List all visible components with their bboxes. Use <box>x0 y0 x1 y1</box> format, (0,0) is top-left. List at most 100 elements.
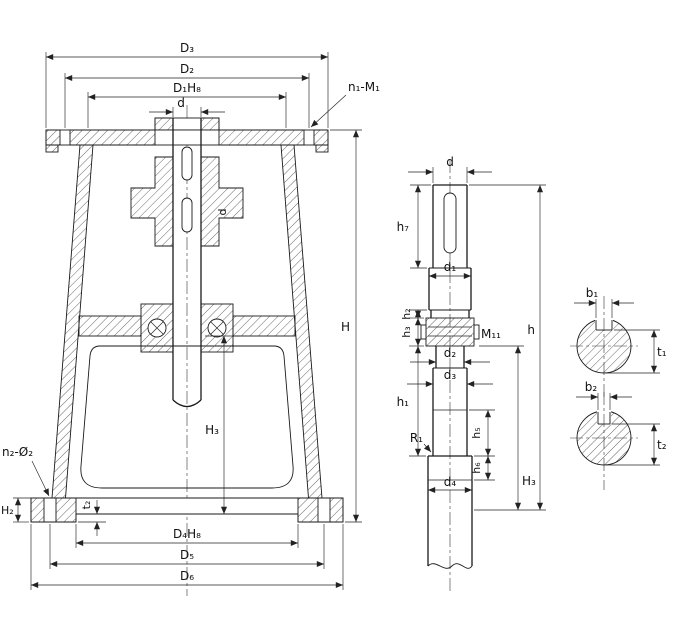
dim-h1: h₁ <box>397 346 426 457</box>
shaft-dimensions: d h₇ d₁ h₂ h₃ M₁₁ <box>397 155 546 511</box>
dim-label-h1: h₁ <box>397 395 410 409</box>
dim-D1H8: D₁H₈ <box>87 81 287 128</box>
top-flange-hatch <box>218 129 305 146</box>
dim-d4: d₄ <box>428 475 472 494</box>
dim-label-R1: R₁ <box>410 431 423 445</box>
ball-cross <box>150 321 164 335</box>
housing-section-view: D₃ D₂ D₁H₈ d n₁-M₁ <box>1 41 380 596</box>
dim-b1: b₁ <box>574 286 634 318</box>
upper-hub-left <box>130 156 174 247</box>
top-flange-hatch <box>69 129 156 146</box>
locknut-tab-left <box>420 324 427 340</box>
top-flange-hatch <box>45 129 61 146</box>
housing-dimensions: D₃ D₂ D₁H₈ d n₁-M₁ <box>1 41 380 590</box>
dim-label-b1: b₁ <box>586 286 599 300</box>
callout-R1: R₁ <box>410 431 432 453</box>
dim-label-D4H8: D₄H₈ <box>173 527 201 541</box>
dim-h-shaft: h <box>469 184 546 511</box>
shaft-break-line <box>427 563 473 569</box>
bottom-flange-hatch <box>30 497 45 523</box>
dim-label-b2: b₂ <box>585 380 598 394</box>
callout-n2phi2: n₂-Ø₂ <box>2 445 50 497</box>
dim-H3-housing: H₃ <box>205 335 240 514</box>
dim-h3: h₃ <box>400 318 424 347</box>
bearing-web-left <box>78 315 142 337</box>
callout-label-n1M1: n₁-M₁ <box>348 80 380 94</box>
locknut-tab-right <box>473 324 480 340</box>
dim-label-D6: D₆ <box>180 569 194 583</box>
section-top-shaft: b₁ t₁ <box>570 286 667 398</box>
dim-b2: b₂ <box>576 380 632 410</box>
dim-label-H3-housing: H₃ <box>205 423 219 437</box>
bottom-flange-hatch <box>329 497 344 523</box>
section-bottom-shaft: b₂ t₂ <box>570 380 667 490</box>
shaft-keyway-top <box>443 192 457 254</box>
top-boss-hatch-left <box>154 117 174 131</box>
dim-t2: t₂ <box>606 423 667 466</box>
ball-cross <box>210 321 224 335</box>
dim-d2: d₂ <box>410 346 490 366</box>
upper-hub-right <box>200 156 244 247</box>
dim-label-t2-housing: t₂ <box>80 501 93 510</box>
dim-h7: h₇ <box>397 184 431 269</box>
dim-label-D5: D₅ <box>180 548 194 562</box>
dim-label-h3: h₃ <box>400 326 413 337</box>
dim-D4H8: D₄H₈ <box>75 524 299 548</box>
top-flange-lip-right <box>315 144 329 153</box>
screw-keyway-upper <box>181 146 193 181</box>
dim-d1: d₁ <box>429 260 471 280</box>
housing-geometry <box>30 105 344 596</box>
top-flange-hatch <box>313 129 329 146</box>
dim-D2: D₂ <box>64 62 310 128</box>
dim-H3-shaft: H₃ <box>479 345 536 510</box>
callout-label-n2phi2: n₂-Ø₂ <box>2 445 33 459</box>
dim-label-d-inner: d <box>216 209 229 216</box>
dim-label-h7: h₇ <box>397 220 410 234</box>
dim-label-d1: d₁ <box>444 260 457 274</box>
dim-label-H2: H₂ <box>1 504 14 517</box>
dim-label-h5: h₅ <box>470 427 483 438</box>
inner-cavity-outline <box>80 345 294 489</box>
dim-label-d-housing: d <box>177 96 185 110</box>
dim-D6: D₆ <box>30 524 344 590</box>
dim-h5: h₅ <box>469 409 495 457</box>
dim-label-d-shaft: d <box>446 155 454 169</box>
shaft-cross-sections: b₁ t₁ b₂ t₂ <box>570 286 667 490</box>
shaft-geometry <box>420 160 480 592</box>
bottom-flange-hatch <box>55 497 77 523</box>
dim-D3: D₃ <box>45 41 329 128</box>
dim-label-d3: d₃ <box>444 368 457 382</box>
dim-d-housing: d <box>149 96 225 117</box>
dim-label-d2: d₂ <box>444 346 457 360</box>
dim-H2: H₂ <box>1 497 50 523</box>
dim-label-D2: D₂ <box>180 62 194 76</box>
locknut-thread-section <box>425 317 475 347</box>
bearing-web-right <box>232 315 296 337</box>
dim-label-h: h <box>527 323 535 337</box>
dim-t1: t₁ <box>606 329 667 374</box>
dim-D5: D₅ <box>49 524 325 569</box>
dim-t2-housing: t₂ <box>78 500 106 536</box>
bearing-block-right <box>200 303 234 353</box>
dim-d3: d₃ <box>407 368 493 388</box>
dim-d-shaft: d <box>408 155 492 183</box>
dim-label-h6: h₆ <box>470 462 483 474</box>
dim-label-D3: D₃ <box>180 41 194 55</box>
dim-label-d4: d₄ <box>444 475 457 489</box>
dim-label-t2: t₂ <box>657 438 667 452</box>
dim-label-D1H8: D₁H₈ <box>173 81 201 95</box>
dim-h2: h₂ <box>400 308 427 320</box>
dim-label-H: H <box>341 320 350 334</box>
screw-bottom-cap <box>172 399 202 408</box>
dim-h6: h₆ <box>470 456 495 481</box>
dim-label-t1: t₁ <box>657 345 667 359</box>
dim-label-M11: M₁₁ <box>481 327 501 341</box>
bottom-flange-hatch <box>297 497 319 523</box>
dim-label-H3-shaft: H₃ <box>522 474 536 488</box>
shaft-detail-view: d h₇ d₁ h₂ h₃ M₁₁ <box>397 155 546 592</box>
callout-n1M1: n₁-M₁ <box>310 80 380 128</box>
top-boss-hatch-right <box>200 117 220 131</box>
screw-keyway-lower <box>181 197 193 233</box>
